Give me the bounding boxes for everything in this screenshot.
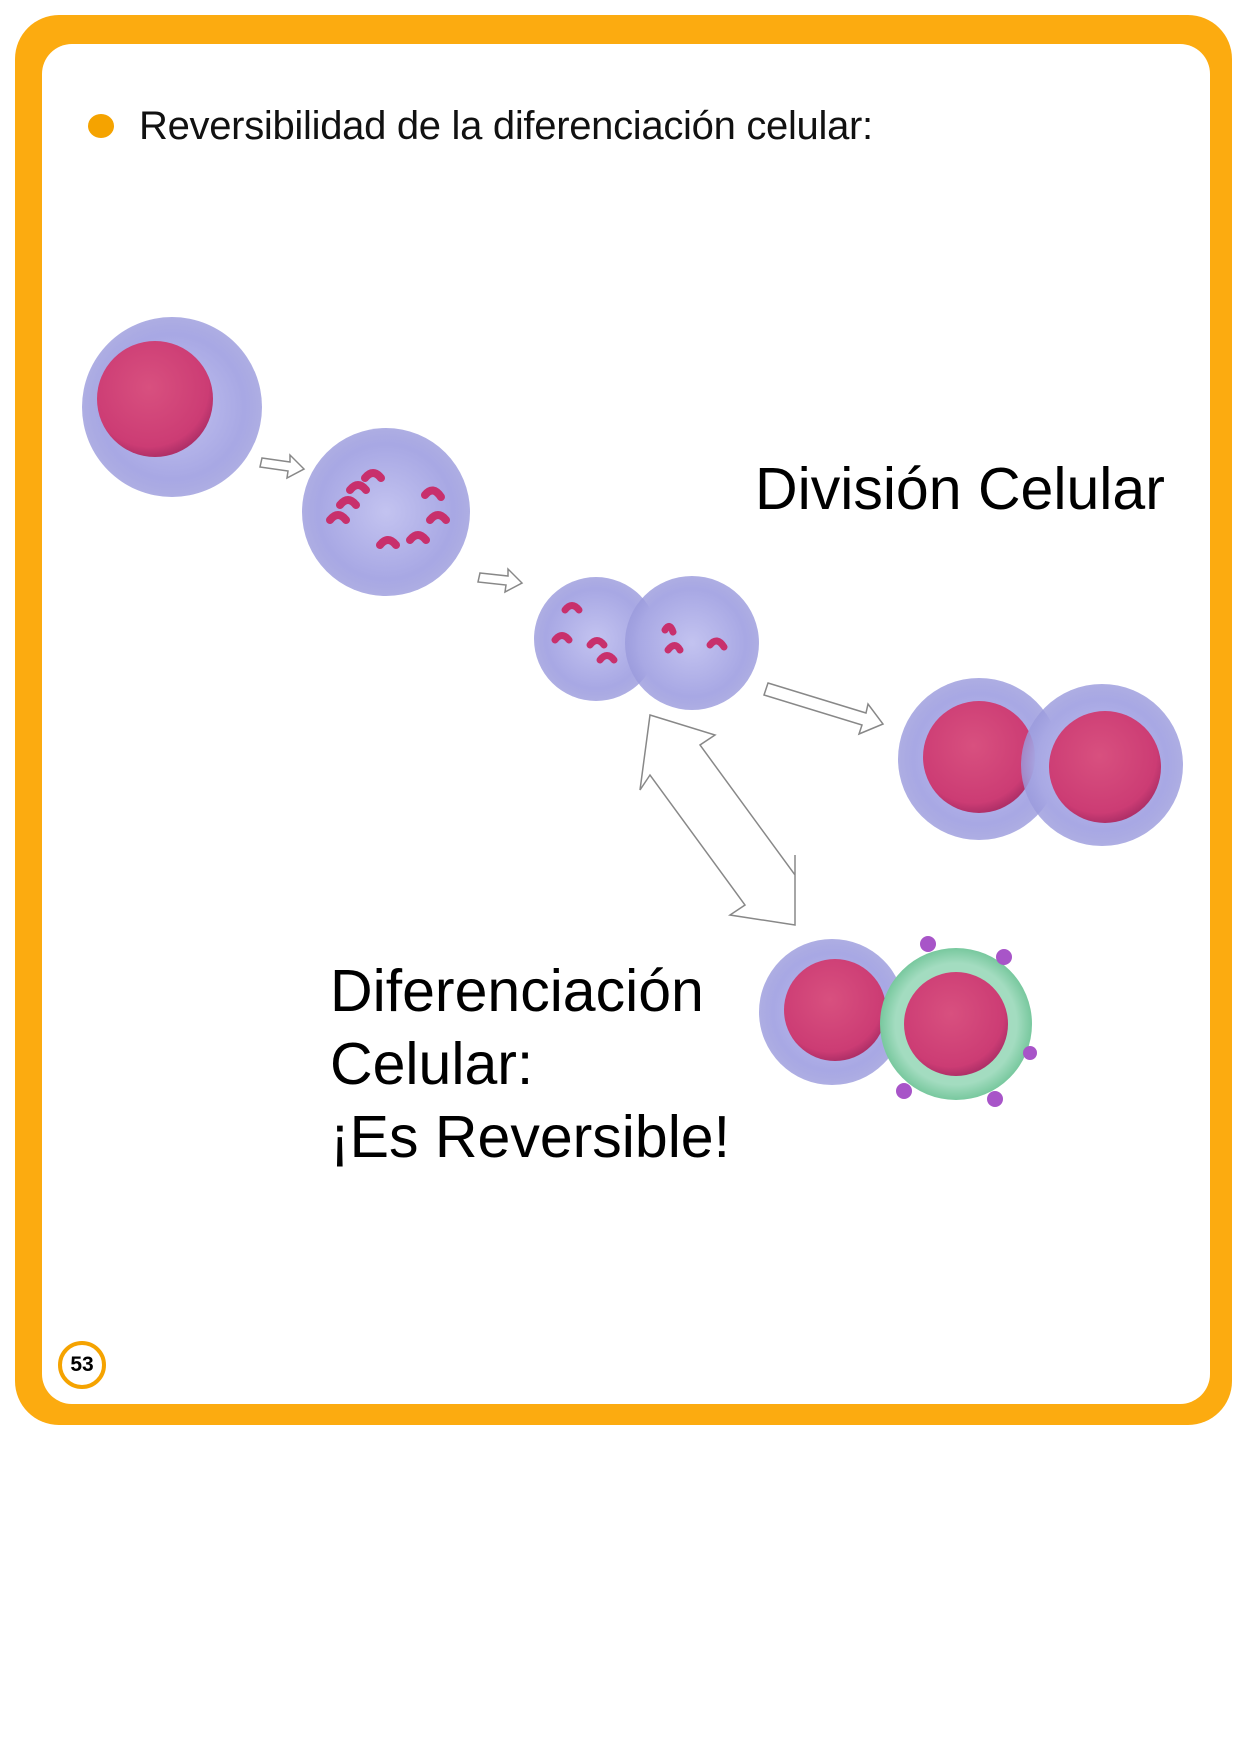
interphase-cell (82, 317, 262, 497)
differentiation-line: Diferenciación (330, 958, 704, 1024)
dividing-cell (534, 576, 759, 710)
section-heading: Reversibilidad de la diferenciación celu… (139, 104, 873, 148)
differentiation-line: Celular: (330, 1031, 534, 1097)
small-arrow-icon (477, 567, 524, 594)
division-label: División Celular (755, 456, 1165, 522)
daughter-cells (898, 678, 1183, 846)
double-arrow-icon (639, 714, 796, 926)
long-arrow-icon (763, 682, 885, 736)
receptor-dots (896, 936, 1037, 1107)
bullet-icon (88, 114, 114, 138)
differentiated-cells (759, 936, 1037, 1107)
small-arrow-icon (259, 453, 306, 480)
prophase-cell (302, 428, 470, 596)
differentiation-label: Diferenciación Celular: ¡Es Reversible! (330, 955, 730, 1174)
page-number: 53 (58, 1341, 106, 1389)
differentiation-line: ¡Es Reversible! (330, 1104, 731, 1170)
